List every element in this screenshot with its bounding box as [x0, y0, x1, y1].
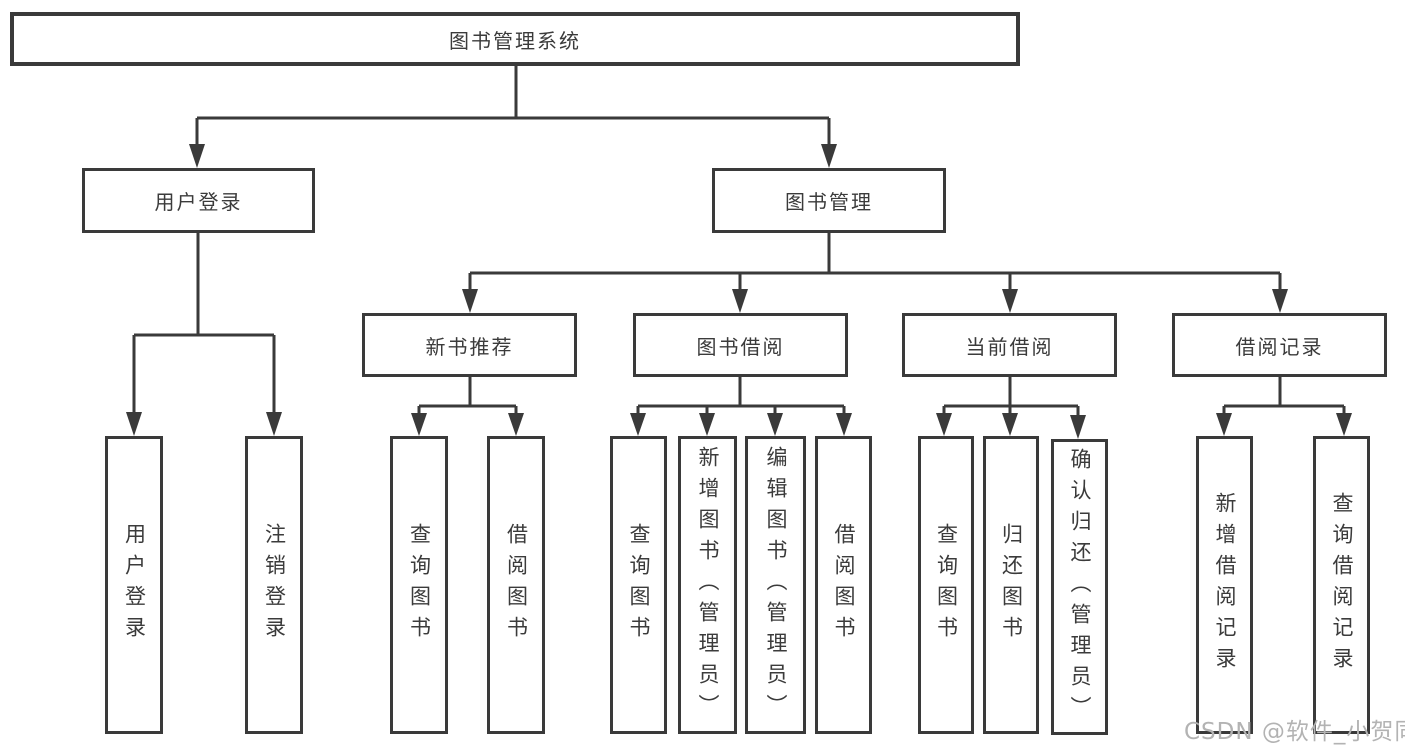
node-book-borrowing: 图书借阅 — [633, 313, 848, 377]
arrowhead-icon — [189, 144, 205, 168]
node-label: 归还图书 — [999, 523, 1024, 647]
node-label: 查询图书 — [627, 523, 651, 647]
node-label: 当前借阅 — [965, 334, 1054, 359]
node-label: 图书管理系统 — [449, 28, 581, 53]
arrowhead-icon — [1272, 289, 1288, 313]
node-label: 查询图书 — [934, 523, 959, 647]
connector-current-to-leaves — [942, 377, 1080, 417]
node-label: 借阅图书 — [832, 523, 856, 647]
connector-bookmgmt-to-level3 — [468, 233, 1282, 291]
node-label: 图书管理 — [785, 190, 873, 214]
node-label: 借阅记录 — [1235, 334, 1324, 359]
arrowhead-icon — [1216, 413, 1232, 436]
leaf-user-login: 用户登录 — [105, 436, 163, 734]
arrowhead-icon — [836, 413, 852, 436]
leaf-borrow-books-recommend: 借阅图书 — [487, 436, 545, 734]
node-label: 用户登录 — [122, 523, 147, 647]
leaf-add-books-admin: 新增图书（管理员） — [678, 436, 737, 734]
leaf-query-books-current: 查询图书 — [918, 436, 974, 734]
arrowhead-icon — [732, 289, 748, 313]
connector-root-to-level2 — [195, 66, 831, 146]
arrowhead-icon — [1002, 413, 1018, 436]
leaf-query-books-recommend: 查询图书 — [390, 436, 448, 734]
arrowhead-icon — [508, 413, 524, 436]
csdn-watermark: CSDN @软件_小贺同学 — [1184, 719, 1405, 745]
leaf-query-borrow-record: 查询借阅记录 — [1313, 436, 1370, 734]
arrowhead-icon — [936, 413, 952, 436]
node-library-system: 图书管理系统 — [10, 12, 1020, 66]
node-book-management: 图书管理 — [712, 168, 946, 233]
arrowhead-icon — [1070, 415, 1086, 439]
arrowhead-icon — [462, 289, 478, 313]
leaf-edit-books-admin: 编辑图书（管理员） — [745, 436, 806, 734]
arrowhead-icon — [821, 144, 837, 168]
leaf-logout: 注销登录 — [245, 436, 303, 734]
arrowhead-icon — [699, 413, 715, 436]
arrowhead-icon — [411, 413, 427, 436]
connector-newbook-to-leaves — [417, 377, 518, 415]
node-current-borrowing: 当前借阅 — [902, 313, 1117, 377]
leaf-borrow-books: 借阅图书 — [815, 436, 872, 734]
leaf-add-borrow-record: 新增借阅记录 — [1196, 436, 1253, 734]
node-label: 借阅图书 — [504, 523, 529, 647]
arrowhead-icon — [630, 413, 646, 436]
arrowhead-icon — [266, 412, 282, 436]
leaf-confirm-return-admin: 确认归还（管理员） — [1051, 439, 1108, 735]
connector-borrow-to-leaves — [636, 377, 846, 415]
connector-records-to-leaves — [1222, 377, 1346, 415]
node-new-book-recommend: 新书推荐 — [362, 313, 577, 377]
node-label: 确认归还（管理员） — [1068, 447, 1092, 727]
node-borrowing-records: 借阅记录 — [1172, 313, 1387, 377]
node-label: 注销登录 — [262, 523, 287, 647]
node-label: 新书推荐 — [425, 334, 514, 359]
node-user-login: 用户登录 — [82, 168, 315, 233]
leaf-query-books-borrow: 查询图书 — [610, 436, 667, 734]
arrowhead-icon — [126, 412, 142, 436]
node-label: 用户登录 — [154, 190, 243, 214]
leaf-return-books: 归还图书 — [983, 436, 1039, 734]
node-label: 新增借阅记录 — [1213, 492, 1237, 678]
node-label: 查询图书 — [407, 523, 432, 647]
node-label: 查询借阅记录 — [1330, 492, 1354, 678]
node-label: 新增图书（管理员） — [696, 445, 720, 725]
arrowhead-icon — [767, 413, 783, 436]
connector-userlogin-to-leaves — [132, 233, 276, 414]
node-label: 图书借阅 — [696, 334, 785, 359]
node-label: 编辑图书（管理员） — [764, 445, 788, 725]
arrowhead-icon — [1002, 289, 1018, 313]
arrowhead-icon — [1336, 413, 1352, 436]
